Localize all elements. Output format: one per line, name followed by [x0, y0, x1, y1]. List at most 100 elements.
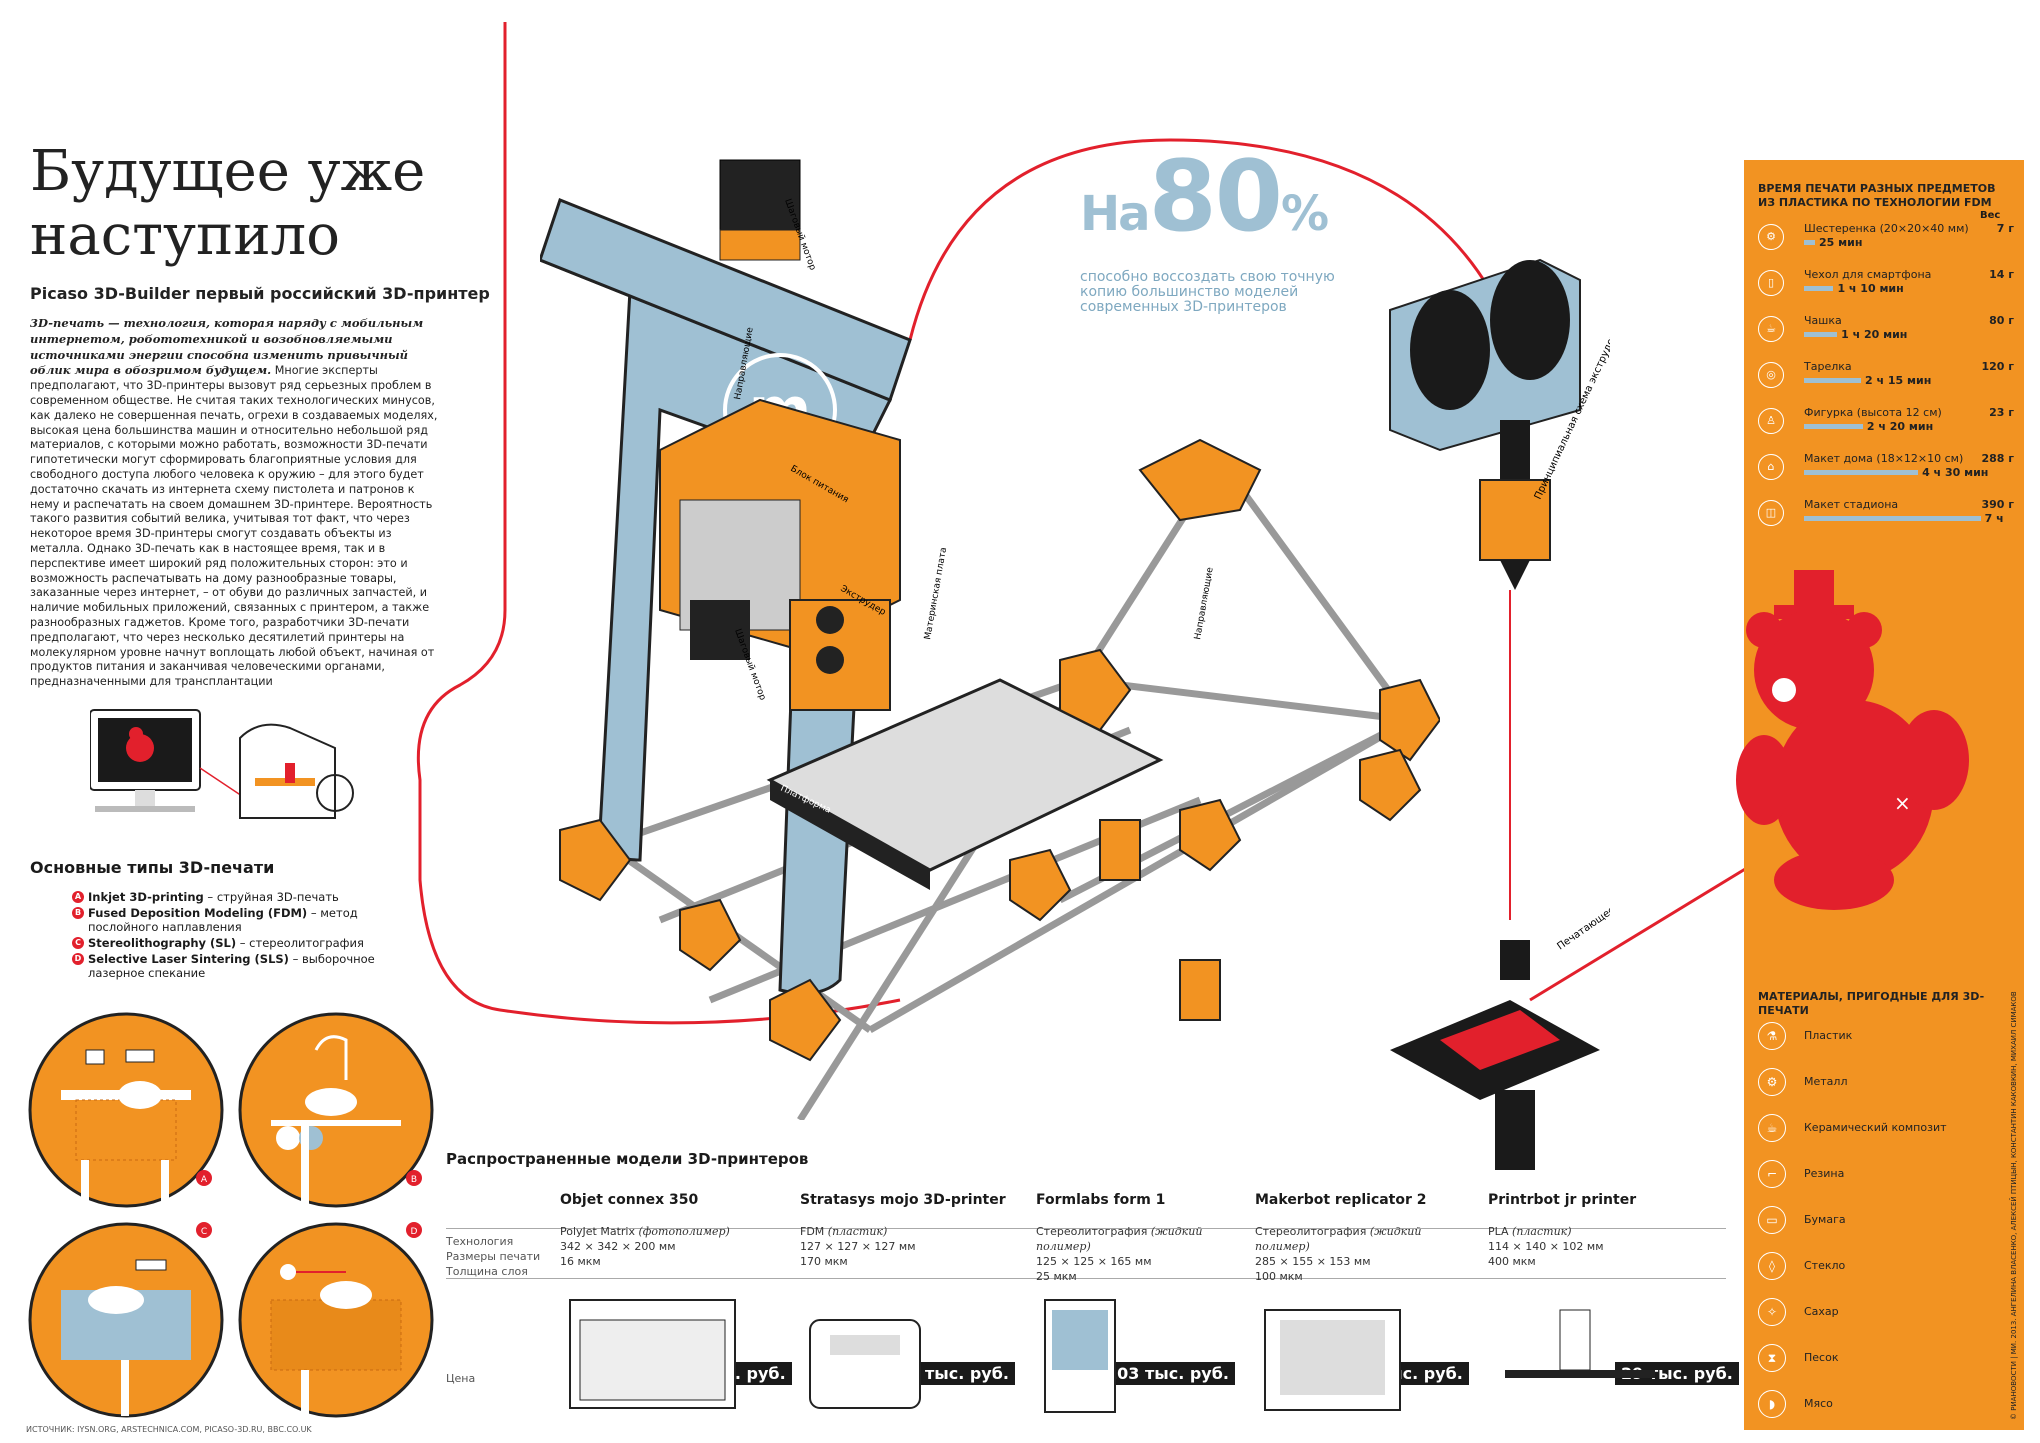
metal-icon: ⚙ — [1758, 1068, 1786, 1096]
model-tech-note: (фотополимер) — [638, 1225, 730, 1238]
stat-unit: % — [1280, 186, 1329, 242]
print-time-bar — [1804, 424, 1863, 429]
print-time-value: 4 ч 30 мин — [1922, 466, 1989, 479]
svg-text:×: × — [1894, 791, 1911, 815]
print-time-weight: 390 г — [1981, 498, 2014, 511]
type-item-d: D Selective Laser Sintering (SLS) – выбор… — [72, 952, 388, 980]
model-name: Formlabs form 1 — [1036, 1192, 1166, 1208]
intro-lead: 3D-печать — технология, которая наряду с… — [30, 316, 424, 378]
type-badge: D — [72, 953, 84, 965]
print-time-bar — [1804, 470, 1919, 475]
model-size: 125 × 125 × 165 мм — [1036, 1255, 1152, 1268]
model-thumbnails — [569, 1299, 1655, 1413]
model-tech: PLA (пластик) — [1488, 1224, 1698, 1239]
model-tech-value: FDM — [800, 1225, 825, 1238]
intro-body: Многие эксперты предполагают, что 3D-при… — [30, 364, 438, 689]
print-time-name: Макет стадиона — [1804, 498, 1899, 511]
model-layer: 16 мкм — [560, 1255, 601, 1268]
types-title: Основные типы 3D-печати — [30, 858, 275, 877]
type-desc: – струйная 3D-печать — [203, 890, 339, 904]
print-time-weight: 80 г — [1989, 314, 2014, 327]
label-nozzle: Печатающее сопло — [1555, 885, 1610, 952]
print-time-name: Фигурка (высота 12 см) — [1804, 406, 1942, 419]
title-line-2: наступило — [30, 203, 340, 268]
panel-label-a: A — [201, 1175, 208, 1185]
gear-icon: ⚙ — [1758, 224, 1784, 250]
models-divider-top — [446, 1228, 1726, 1229]
material-name: Мясо — [1804, 1397, 1833, 1410]
material-row: ◗ Мясо — [1758, 1390, 2008, 1426]
print-time-title: ВРЕМЯ ПЕЧАТИ РАЗНЫХ ПРЕДМЕТОВ ИЗ ПЛАСТИК… — [1758, 182, 1996, 209]
model-name: Makerbot replicator 2 — [1255, 1192, 1427, 1208]
model-tech-value: Стереолитография — [1036, 1225, 1148, 1238]
meat-icon: ◗ — [1758, 1390, 1786, 1418]
model-size: 342 × 342 × 200 мм — [560, 1240, 676, 1253]
label-board: Материнская плата — [923, 547, 949, 641]
print-time-value: 1 ч 10 мин — [1837, 282, 1904, 295]
materials-title: МАТЕРИАЛЫ, ПРИГОДНЫЕ ДЛЯ 3D-ПЕЧАТИ — [1758, 990, 1985, 1017]
print-time-weight: 288 г — [1981, 452, 2014, 465]
material-row: ⌐Резина — [1758, 1160, 2008, 1196]
material-name: Сахар — [1804, 1305, 1839, 1318]
type-badge: B — [72, 907, 84, 919]
model-name: Objet connex 350 — [560, 1192, 699, 1208]
print-time-name: Чашка — [1804, 314, 1842, 327]
print-time-name: Шестеренка (20×20×40 мм) — [1804, 222, 1969, 235]
type-name: Fused Deposition Modeling (FDM) — [88, 906, 308, 920]
panel-label-d: D — [411, 1227, 418, 1237]
type-name: Selective Laser Sintering (SLS) — [88, 952, 289, 966]
type-desc: – стереолитография — [236, 936, 364, 950]
model-tech-note: (пластик) — [1512, 1225, 1572, 1238]
type-name: Stereolithography (SL) — [88, 936, 237, 950]
type-desc: – выборочное лазерное спекание — [88, 952, 375, 980]
plate-icon: ◎ — [1758, 362, 1784, 388]
ceramic-icon: ☕ — [1758, 1114, 1786, 1142]
material-name: Металл — [1804, 1075, 1848, 1088]
model-layer: 25 мкм — [1036, 1270, 1077, 1283]
computer-printer-illustration — [90, 709, 354, 819]
sources: ИСТОЧНИК: IYSN.ORG, ARSTECHNICA.COM, PIC… — [26, 1425, 312, 1434]
model-tech-note: (жидкий полимер) — [1036, 1225, 1203, 1253]
panel-label-c: C — [201, 1227, 207, 1237]
type-name: Inkjet 3D-printing — [88, 890, 204, 904]
print-time-bar — [1804, 240, 1816, 245]
house-icon: ⌂ — [1758, 454, 1784, 480]
material-name: Резина — [1804, 1167, 1845, 1180]
stat-number: На80% — [1080, 140, 1329, 254]
model-tech: Стереолитография (жидкий полимер) — [1255, 1224, 1465, 1254]
plastic-icon: ⚗ — [1758, 1022, 1786, 1050]
material-row: ⚗Пластик — [1758, 1022, 2008, 1058]
print-time-weight: 14 г — [1989, 268, 2014, 281]
stadium-icon: ◫ — [1758, 500, 1784, 526]
info-panel: ВРЕМЯ ПЕЧАТИ РАЗНЫХ ПРЕДМЕТОВ ИЗ ПЛАСТИК… — [1736, 160, 2024, 1430]
3d-printer-illustration: m Шаговый мотор Шаговый мотор Направляющ… — [540, 159, 1440, 1120]
model-tech-value: PolyJet Matrix — [560, 1225, 635, 1238]
model-tech-value: PLA — [1488, 1225, 1509, 1238]
model-column: Makerbot replicator 2 Стереолитография (ж… — [1255, 1192, 1465, 1284]
model-layer: 400 мкм — [1488, 1255, 1536, 1268]
row-label-size: Размеры печати — [446, 1250, 541, 1263]
print-time-bar — [1804, 286, 1834, 291]
sugar-icon: ✧ — [1758, 1298, 1786, 1326]
print-time-weight: 7 г — [1996, 222, 2014, 235]
model-column: Formlabs form 1 Стереолитография (жидкий … — [1036, 1192, 1246, 1284]
type-desc: – метод послойного наплавления — [88, 906, 358, 934]
print-time-weight: 120 г — [1981, 360, 2014, 373]
print-time-name: Тарелка — [1804, 360, 1852, 373]
model-tech: Стереолитография (жидкий полимер) — [1036, 1224, 1246, 1254]
model-tech-note: (жидкий полимер) — [1255, 1225, 1422, 1253]
process-diagrams: A B C D — [26, 1010, 434, 1418]
title-line-1: Будущее уже — [30, 139, 426, 204]
models-title: Распространенные модели 3D-принтеров — [446, 1150, 809, 1168]
label-guide-2: Направляющие — [1193, 566, 1216, 640]
stat-prefix: На — [1080, 186, 1151, 242]
stat-description: способно воссоздать свою точную копию бо… — [1080, 269, 1335, 315]
print-time-value: 25 мин — [1819, 236, 1863, 249]
print-time-value: 1 ч 20 мин — [1841, 328, 1908, 341]
